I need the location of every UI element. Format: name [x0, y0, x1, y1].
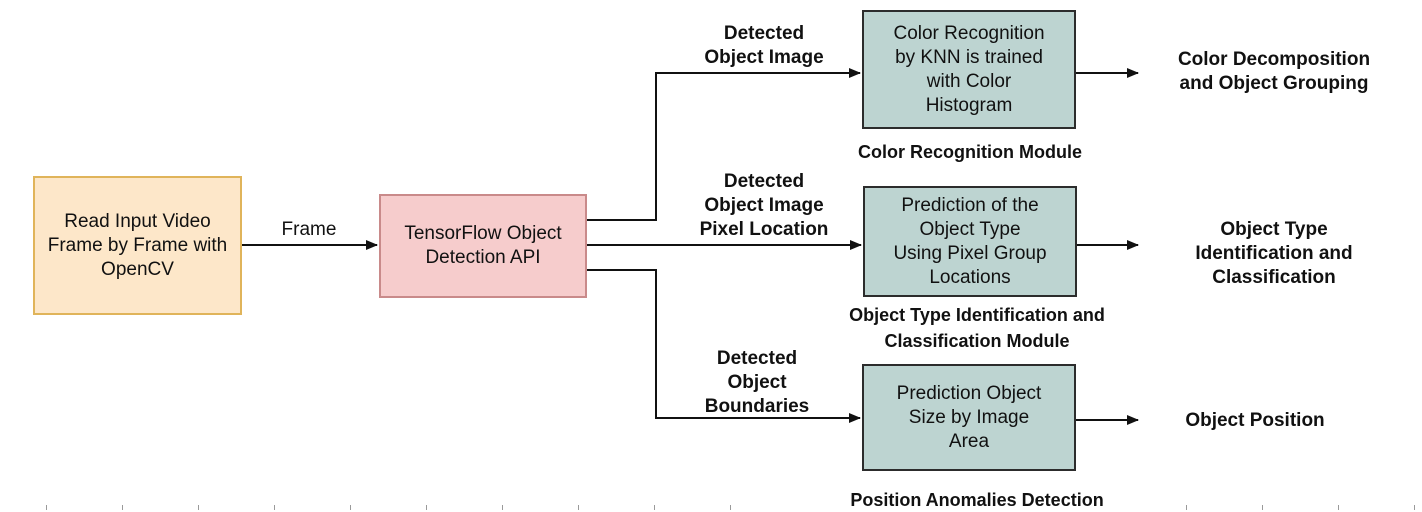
output-type-classification: Object Type Identification and Classific… — [1195, 219, 1353, 288]
object-size-node: Prediction Object Size by Image Area — [862, 364, 1076, 471]
output-object-position: Object Position — [1185, 410, 1325, 431]
tensorflow-api-node: TensorFlow Object Detection API — [379, 194, 587, 298]
module-caption-color: Color Recognition Module — [858, 142, 1082, 162]
ruler-tick — [1414, 505, 1415, 510]
edge-label-boundaries: Detected Object Boundaries — [704, 348, 810, 417]
ruler-tick — [1262, 505, 1263, 510]
arrow-to-color — [587, 68, 861, 221]
ruler-tick — [350, 505, 351, 510]
ruler-tick — [654, 505, 655, 510]
ruler-tick — [46, 505, 47, 510]
ruler-tick — [502, 505, 503, 510]
ruler-tick — [274, 505, 275, 510]
object-type-node: Prediction of the Object Type Using Pixe… — [863, 186, 1077, 297]
module-caption-type: Object Type Identification and Classific… — [849, 305, 1105, 351]
output-color-grouping: Color Decomposition and Object Grouping — [1177, 49, 1371, 94]
color-recognition-node: Color Recognition by KNN is trained with… — [862, 10, 1076, 129]
ruler-tick — [122, 505, 123, 510]
ruler-tick — [1338, 505, 1339, 510]
edge-label-pixel-location: Detected Object Image Pixel Location — [699, 171, 829, 240]
ruler-tick — [198, 505, 199, 510]
ruler-tick — [1186, 505, 1187, 510]
ruler-tick — [578, 505, 579, 510]
edge-label-frame: Frame — [281, 219, 337, 240]
arrow-to-pos — [587, 269, 861, 423]
input-video-node: Read Input Video Frame by Frame with Ope… — [33, 176, 242, 315]
edge-label-detected-image: Detected Object Image — [704, 23, 824, 68]
ruler-tick — [426, 505, 427, 510]
module-caption-position: Position Anomalies Detection — [850, 490, 1104, 510]
ruler-tick — [730, 505, 731, 510]
